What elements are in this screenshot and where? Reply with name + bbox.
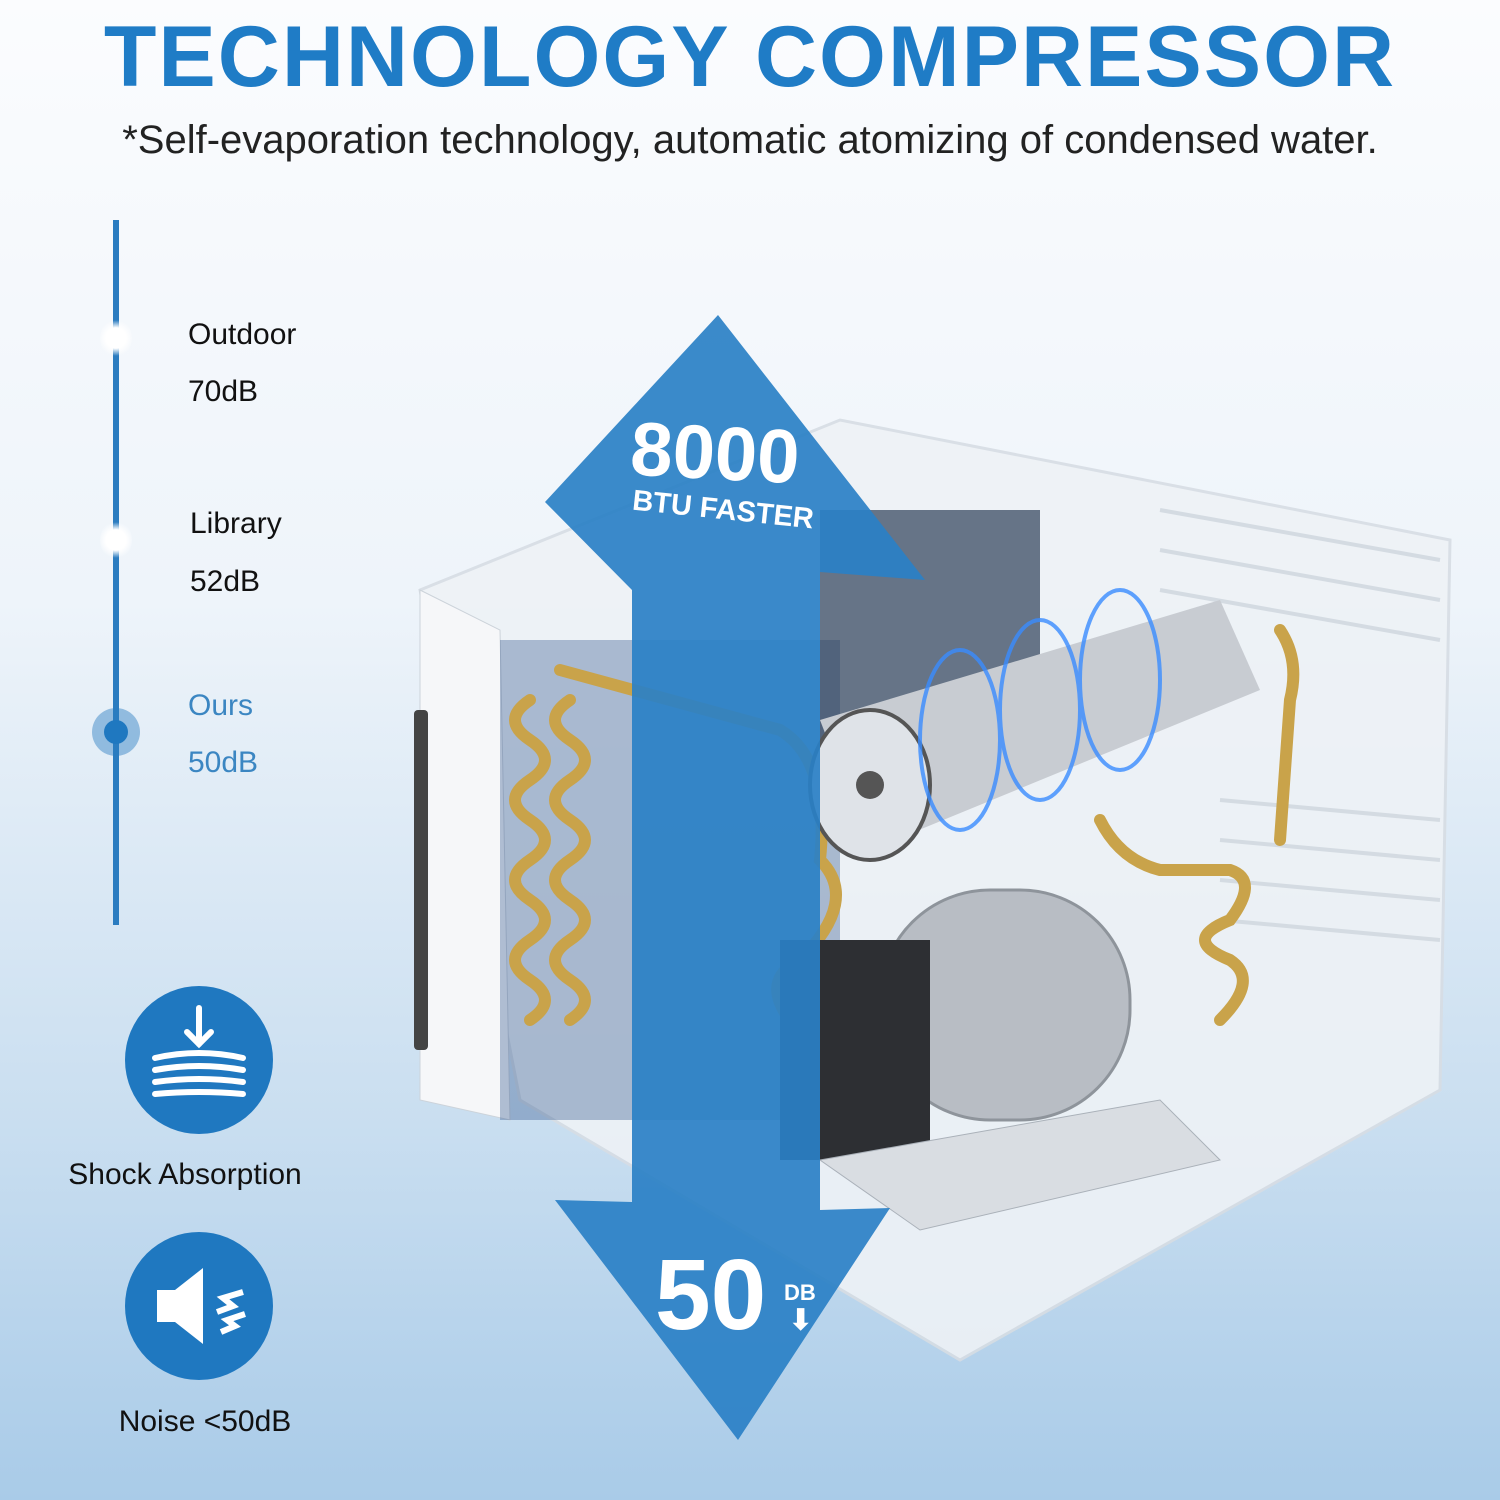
page-title: TECHNOLOGY COMPRESSOR (103, 9, 1397, 105)
level-value-library: 52dB (190, 565, 261, 598)
noise-scale-line (113, 220, 119, 925)
down-arrow-icon: ⬇ (788, 1304, 814, 1337)
speaker-noise-icon (125, 1232, 273, 1380)
level-name-library: Library (190, 507, 282, 540)
level-value-outdoor: 70dB (188, 375, 259, 408)
scale-marker-library (100, 520, 132, 560)
scale-marker-outdoor (100, 318, 132, 358)
feature-label-noise: Noise <50dB (118, 1405, 292, 1438)
level-name-outdoor: Outdoor (188, 318, 297, 351)
level-value-ours: 50dB (188, 746, 259, 779)
double-arrow-graphic (545, 315, 925, 1440)
feature-label-shock: Shock Absorption (68, 1158, 302, 1191)
shock-absorption-icon (125, 986, 273, 1134)
noise-unit: DB (784, 1280, 816, 1305)
noise-value: 50 (655, 1239, 767, 1351)
page-subtitle: *Self-evaporation technology, automatic … (122, 118, 1378, 162)
scale-marker-ours (92, 708, 140, 756)
level-name-ours: Ours (188, 689, 254, 722)
